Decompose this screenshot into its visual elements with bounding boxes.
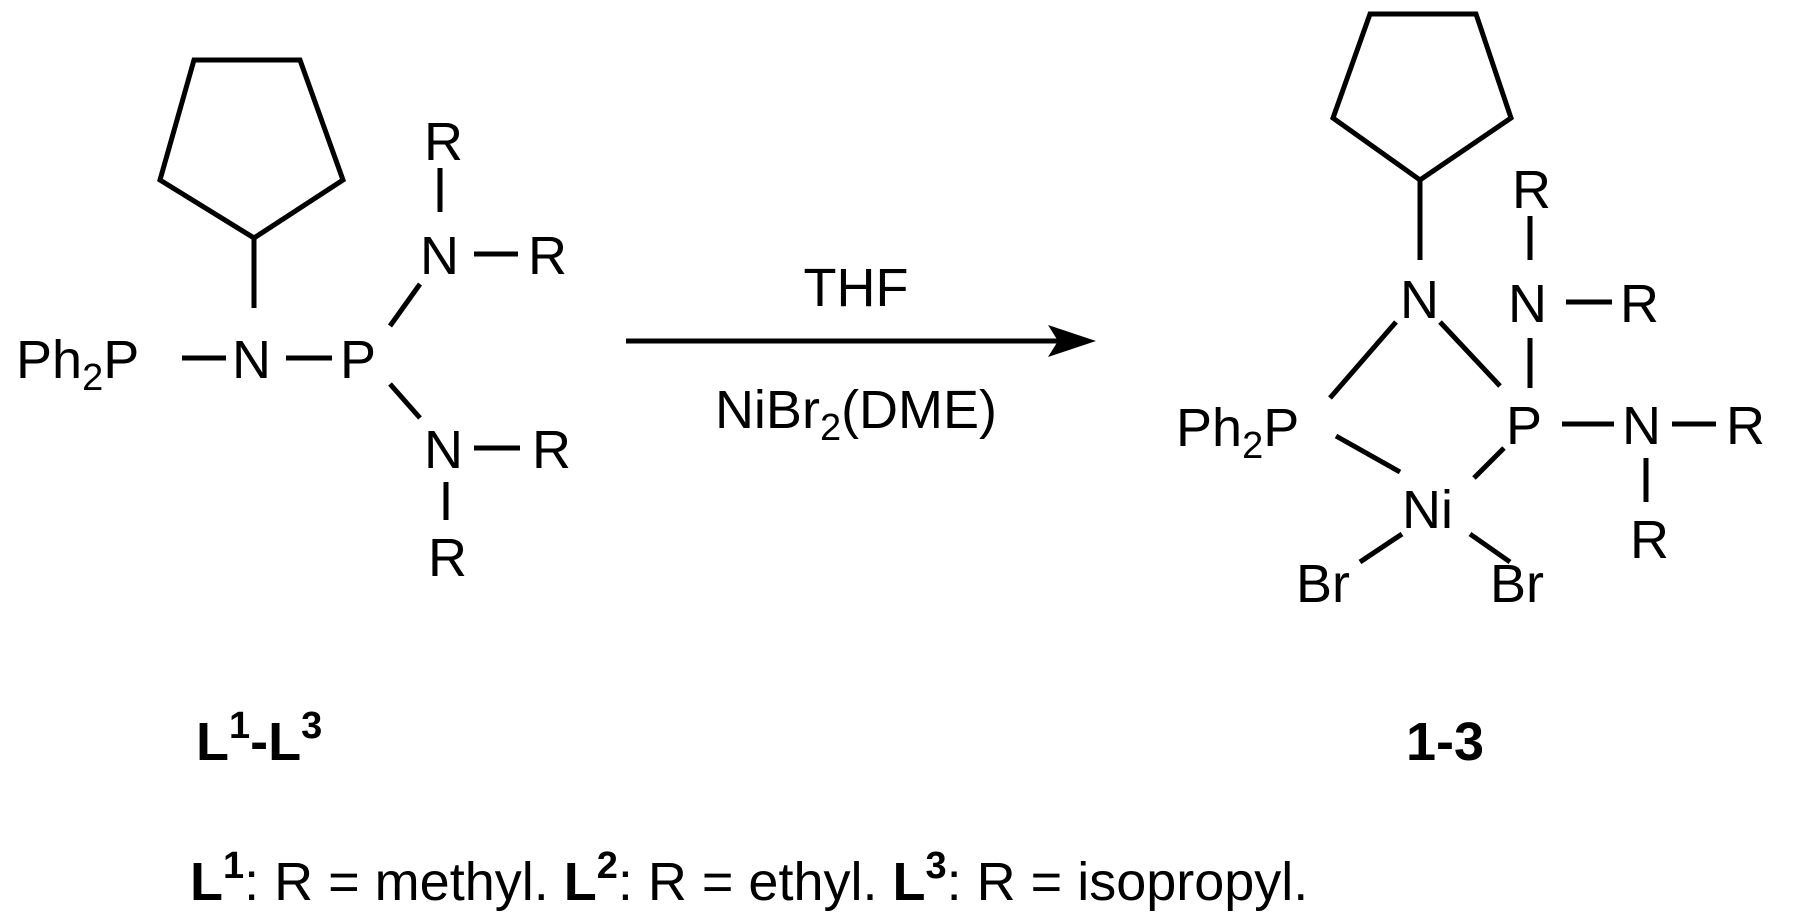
complex-bond-n-p <box>1328 320 1398 400</box>
ligand-label: L1-L3 <box>196 705 322 772</box>
complex-bond-ni-brright <box>1468 531 1512 565</box>
ligand-p-center: P <box>340 330 376 390</box>
ligand-structure: Ph2P N P N R R N R R L1-L3 <box>16 57 571 772</box>
ligand-r-upper-right: R <box>528 226 567 286</box>
complex-bond-p-ni <box>1334 433 1402 475</box>
complex-n-upper: N <box>1508 274 1547 334</box>
complex-n-right: N <box>1622 396 1661 456</box>
ligand-r-lower-right: R <box>532 420 571 480</box>
ligand-r-lower-bottom: R <box>428 528 467 588</box>
ligand-n-center: N <box>232 330 271 390</box>
complex-cyclopentyl-ring <box>1330 11 1514 184</box>
complex-br-left: Br <box>1296 554 1350 614</box>
reaction-solvent: THF <box>804 258 909 318</box>
reaction-arrow-head <box>1048 325 1096 357</box>
ligand-bond-p-nupper <box>387 282 423 328</box>
reaction-reagent: NiBr2(DME) <box>715 380 997 449</box>
complex-p-center: P <box>1506 396 1542 456</box>
reaction-arrow-group: THF NiBr2(DME) <box>626 258 1096 449</box>
ligand-ph2p: Ph2P <box>16 330 139 399</box>
complex-r-upper-top: R <box>1512 160 1551 220</box>
complex-r-right-bottom: R <box>1630 510 1669 570</box>
complex-ph2p: Ph2P <box>1176 398 1299 467</box>
complex-label: 1-3 <box>1406 712 1484 772</box>
ligand-cyclopentyl-ring <box>157 57 347 241</box>
complex-bond-ni-brleft <box>1358 531 1404 565</box>
ligand-bond-p-nlower <box>388 382 422 420</box>
complex-bond-pcenter-ni <box>1472 446 1506 480</box>
complex-structure: Ph2P N P Ni Br Br N R R N R R 1-3 <box>1176 11 1765 772</box>
complex-bond-n-pcenter <box>1438 320 1502 388</box>
complex-br-right: Br <box>1490 554 1544 614</box>
ligand-n-lower: N <box>424 420 463 480</box>
complex-n-ring: N <box>1400 270 1439 330</box>
ligand-n-upper: N <box>420 226 459 286</box>
complex-r-right: R <box>1726 396 1765 456</box>
footnote: L1: R = methyl. L2: R = ethyl. L3: R = i… <box>190 845 1308 912</box>
complex-r-upper-right: R <box>1620 274 1659 334</box>
ligand-r-upper-top: R <box>424 112 463 172</box>
complex-ni: Ni <box>1402 480 1453 540</box>
